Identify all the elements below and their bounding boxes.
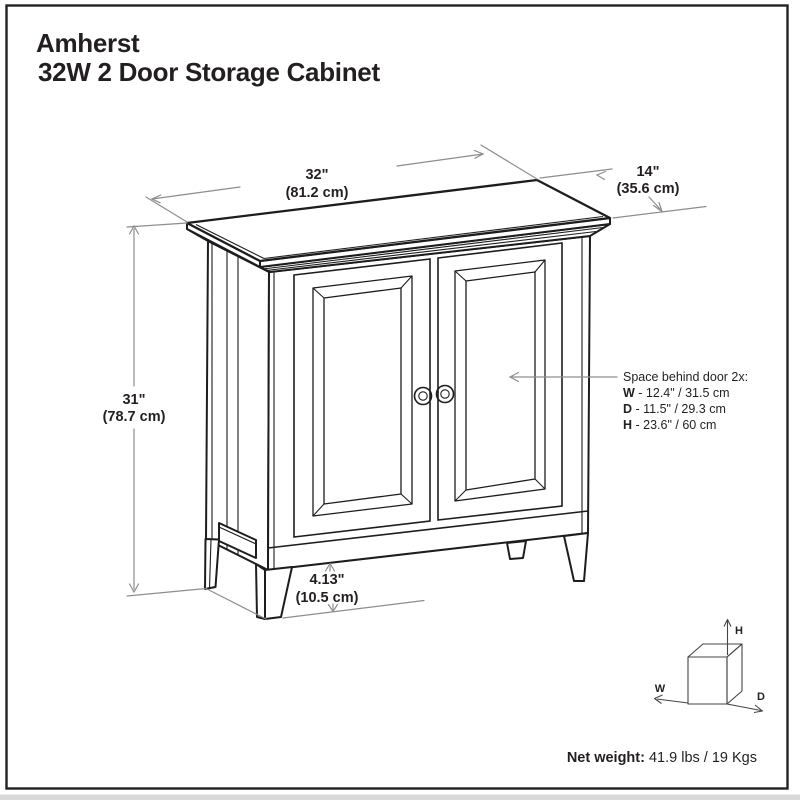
net-weight: Net weight: 41.9 lbs / 19 Kgs: [567, 750, 757, 766]
right-door-panel-inner: [465, 271, 536, 491]
arrowhead: [508, 371, 520, 383]
dimension-depth: 14" (35.6 cm): [539, 164, 707, 219]
cube-front-face: [687, 656, 728, 705]
back-left-leg: [204, 538, 220, 590]
arrowhead: [128, 224, 140, 235]
right-door: [437, 242, 563, 521]
arrowhead: [595, 170, 607, 181]
product-name: Amherst: [36, 28, 140, 58]
space-behind-d: D - 11.5" / 29.3 cm: [623, 402, 726, 416]
front-right-leg: [563, 532, 589, 582]
arrowhead: [652, 201, 664, 214]
product-model: 32W 2 Door Storage Cabinet: [38, 57, 380, 87]
depth-cm: (35.6 cm): [617, 181, 680, 197]
width-cm: (81.2 cm): [286, 185, 349, 201]
arrowhead: [753, 704, 764, 714]
cube-w-label: W: [655, 683, 666, 695]
molding-step: [265, 230, 597, 272]
arrowhead: [653, 694, 663, 704]
space-behind-title: Space behind door 2x:: [623, 370, 748, 384]
top-surface: [185, 178, 612, 263]
leg-cm: (10.5 cm): [296, 590, 359, 606]
height-inches: 31": [122, 392, 145, 408]
arrowhead: [327, 603, 339, 613]
panel-miter: [454, 489, 467, 502]
leg-inches: 4.13": [309, 572, 344, 588]
dimension-width: 32" (81.2 cm): [145, 144, 538, 223]
panel-miter: [400, 493, 413, 505]
side-stretcher-edge: [218, 526, 257, 545]
space-behind-h: H - 23.6" / 60 cm: [623, 418, 716, 432]
top-surface-bevel: [195, 224, 265, 259]
panel-miter: [400, 275, 413, 289]
cube-right-face: [726, 643, 743, 705]
arrowhead: [128, 583, 140, 594]
net-weight-label: Net weight:: [567, 750, 645, 766]
cube-h-label: H: [735, 625, 743, 637]
bottom-edge-strip: [0, 794, 800, 800]
left-door-panel-inner: [323, 287, 402, 505]
right-door-knob: [435, 384, 455, 404]
cube-w-axis: [656, 698, 689, 704]
top-surface-bevel: [263, 215, 604, 260]
dimension-height: 31" (78.7 cm): [103, 222, 267, 620]
panel-miter: [534, 259, 546, 273]
left-door-knob: [413, 386, 433, 406]
panel-miter: [312, 503, 325, 517]
page-border: [5, 4, 789, 790]
left-door: [293, 258, 431, 538]
panel-miter: [312, 287, 325, 299]
arrowhead: [473, 149, 485, 159]
panel-miter: [534, 478, 546, 490]
space-behind-annotation: Space behind door 2x: W - 12.4" / 31.5 c…: [508, 370, 748, 432]
net-weight-value: 41.9 lbs / 19 Kgs: [645, 750, 757, 766]
front-left-leg-side: [255, 563, 266, 620]
panel-miter: [454, 270, 467, 282]
back-right-leg: [506, 540, 527, 560]
title-block: Amherst 32W 2 Door Storage Cabinet: [36, 28, 381, 87]
arrowhead: [723, 618, 732, 627]
depth-inches: 14": [636, 164, 659, 180]
cabinet-drawing: [185, 178, 612, 620]
front-left-leg: [264, 566, 293, 620]
base-rail-top-edge: [267, 510, 589, 549]
space-behind-w: W - 12.4" / 31.5 cm: [623, 386, 730, 400]
axis-cube-icon: H W D: [653, 618, 765, 714]
cube-d-axis: [726, 703, 762, 712]
cube-d-label: D: [757, 691, 765, 703]
dimension-leg-height: 4.13" (10.5 cm): [282, 562, 425, 619]
molding-step: [262, 226, 604, 270]
width-inches: 32": [305, 167, 328, 183]
arrowhead: [324, 562, 336, 572]
height-cm: (78.7 cm): [103, 409, 166, 425]
arrowhead: [150, 194, 162, 204]
back-left-leg-edge: [208, 539, 212, 589]
